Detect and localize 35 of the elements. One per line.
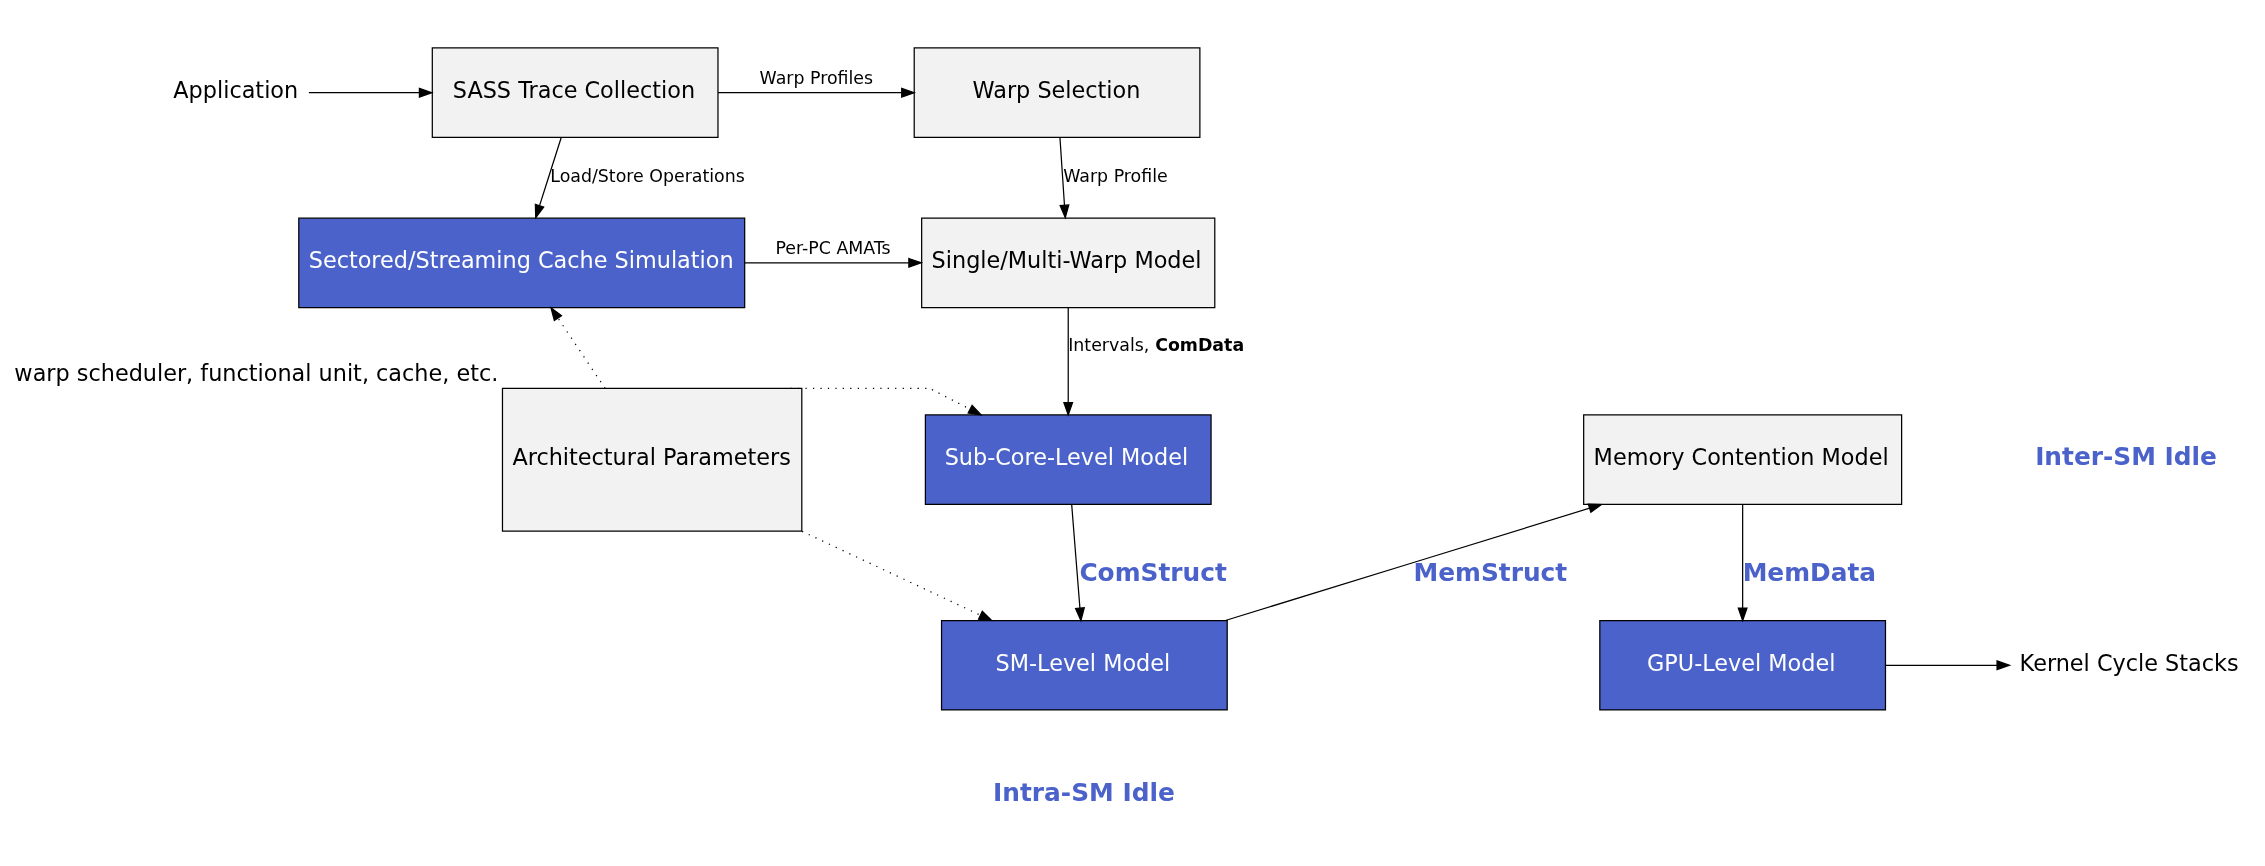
- edge-label: Warp Profiles: [759, 68, 874, 89]
- node-box: Sectored/Streaming Cache Simulation: [298, 217, 746, 309]
- edge-label: ComStruct: [1079, 557, 1227, 587]
- edge-label: Warp Profile: [1063, 166, 1168, 187]
- arrow: [549, 306, 606, 389]
- arrow: [1071, 503, 1086, 623]
- edge-label: Load/Store Operations: [550, 166, 745, 187]
- node-text: Kernel Cycle Stacks: [2019, 649, 2239, 676]
- node-box: SM-Level Model: [940, 619, 1228, 711]
- edge-label: Per-PC AMATs: [775, 238, 891, 259]
- arrow: [308, 87, 434, 98]
- node-box: Single/Multi-Warp Model: [921, 217, 1216, 309]
- node-box: SASS Trace Collection: [431, 47, 719, 138]
- arrow: [534, 136, 562, 220]
- node-box: Memory Contention Model: [1583, 414, 1903, 506]
- arrow: [1224, 503, 1604, 622]
- arrow: [744, 257, 924, 269]
- arrow: [801, 530, 994, 622]
- node-box: Architectural Parameters: [501, 387, 803, 532]
- node-box: GPU-Level Model: [1599, 619, 1887, 711]
- label: Intra-SM Idle: [993, 777, 1175, 807]
- arrow: [1059, 136, 1070, 220]
- arrow: [1885, 660, 2012, 671]
- node-text: Application: [173, 77, 299, 104]
- node-box: Sub-Core-Level Model: [924, 414, 1212, 506]
- arrow: [1737, 503, 1748, 623]
- node-label: warp scheduler, functional unit, cache, etc.: [14, 360, 499, 387]
- arrow: [1063, 307, 1074, 417]
- node-box: Warp Selection: [913, 47, 1201, 138]
- edge-label: Intervals, ComData: [1068, 335, 1245, 356]
- edge-label: MemData: [1742, 557, 1877, 587]
- arrow: [790, 387, 983, 416]
- edge-label: MemStruct: [1413, 557, 1568, 587]
- arrow: [717, 87, 916, 98]
- label: Inter-SM Idle: [2035, 441, 2217, 471]
